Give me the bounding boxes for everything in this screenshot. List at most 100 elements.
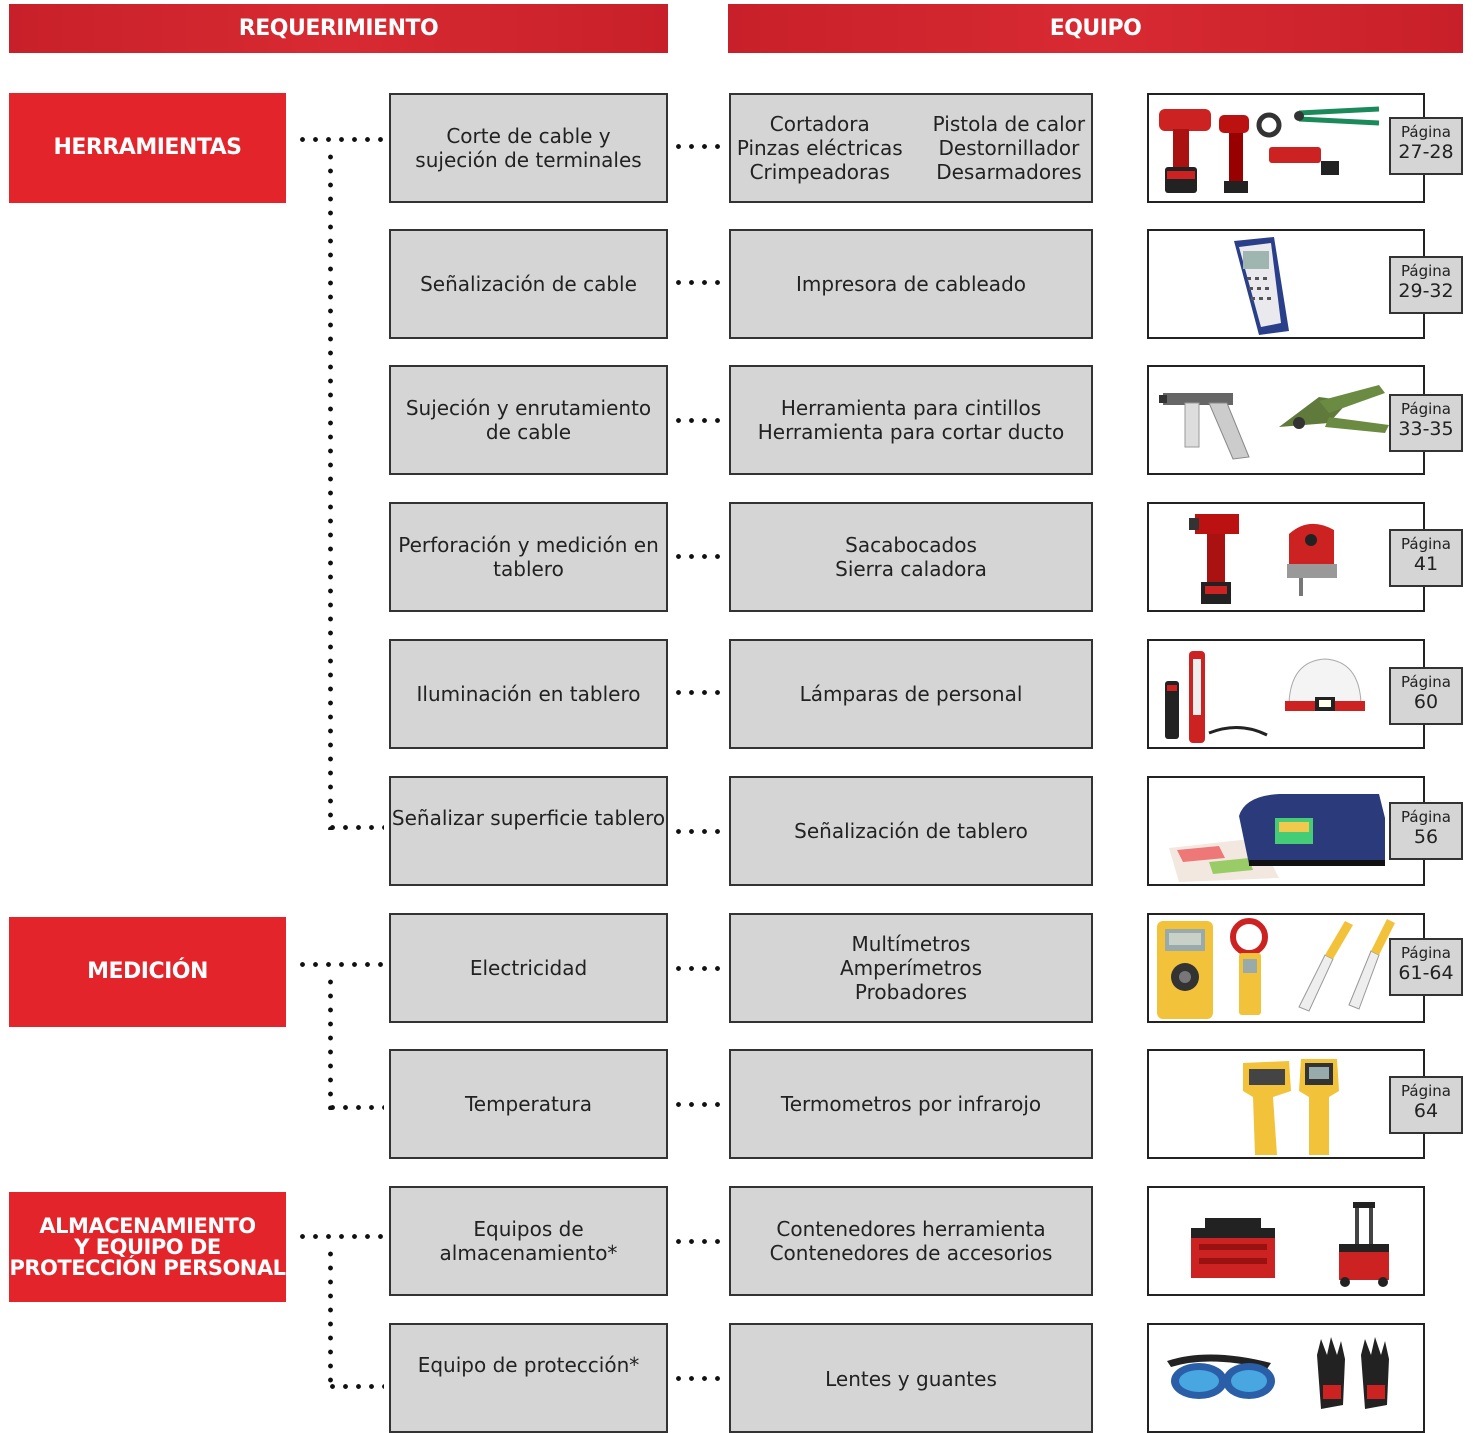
page-reference: Página 61-64 (1389, 938, 1463, 996)
requirement-label: Señalizar superficie tablero (391, 806, 666, 830)
row-connector (672, 829, 724, 835)
sign-printer-image (1147, 776, 1425, 886)
equipment-item: Pinzas eléctricas (736, 136, 903, 160)
cable-tie-tools-image (1147, 365, 1425, 475)
equipment-item: Sierra caladora (835, 557, 987, 581)
equipment-box: Cortadora Pinzas eléctricas Crimpeadoras… (729, 93, 1093, 203)
requirement-box: Perforación y medición en tablero (389, 502, 668, 612)
page-number: 56 (1413, 825, 1439, 848)
page-reference: Página 29-32 (1389, 256, 1463, 314)
requirement-label: Equipo de protección* (417, 1353, 640, 1377)
equipment-item: Contenedores herramienta (776, 1217, 1046, 1241)
page-word: Página (1401, 808, 1451, 826)
category-branch-line (328, 1247, 334, 1387)
category-branch-line (328, 150, 334, 830)
page-number: 61-64 (1398, 961, 1454, 984)
equipment-item: Crimpeadoras (749, 160, 890, 184)
equipment-box: Contenedores herramienta Contenedores de… (729, 1186, 1093, 1296)
page-number: 27-28 (1398, 140, 1454, 163)
equipment-item: Lámparas de personal (799, 682, 1023, 706)
page-word: Página (1401, 123, 1451, 141)
requirement-header: REQUERIMIENTO (9, 4, 668, 53)
requirement-label: Temperatura (464, 1092, 593, 1116)
category-almacenamiento: ALMACENAMIENTO Y EQUIPO DE PROTECCIÓN PE… (9, 1192, 286, 1302)
requirement-label: Equipos de almacenamiento* (439, 1217, 618, 1265)
requirement-label: Iluminación en tablero (416, 682, 641, 706)
row-connector (672, 554, 724, 560)
storage-boxes-image (1147, 1186, 1425, 1296)
row-connector (672, 1102, 724, 1108)
equipment-item: Cortadora (769, 112, 870, 136)
equipment-box: Herramienta para cintillos Herramienta p… (729, 365, 1093, 475)
equipment-item: Desarmadores (936, 160, 1082, 184)
label-printer-image (1147, 229, 1425, 339)
requirement-header-label: REQUERIMIENTO (238, 16, 439, 41)
requirement-box: Señalización de cable (389, 229, 668, 339)
equipment-header: EQUIPO (728, 4, 1463, 53)
page-word: Página (1401, 1082, 1451, 1100)
equipment-item: Herramienta para cintillos (780, 396, 1042, 420)
category-herramientas: HERRAMIENTAS (9, 93, 286, 203)
page-word: Página (1401, 535, 1451, 553)
page-reference: Página 56 (1389, 802, 1463, 860)
page-reference: Página 41 (1389, 529, 1463, 587)
page-reference: Página 33-35 (1389, 394, 1463, 452)
category-label: HERRAMIENTAS (53, 135, 242, 160)
equipment-item: Pistola de calor (932, 112, 1086, 136)
branch-connector (326, 1105, 384, 1111)
equipment-item: Multímetros (851, 932, 971, 956)
row-connector (672, 690, 724, 696)
equipment-item: Termometros por infrarojo (780, 1092, 1042, 1116)
requirement-box: Señalizar superficie tablero (389, 776, 668, 886)
row-connector (672, 1239, 724, 1245)
page-number: 64 (1413, 1099, 1439, 1122)
branch-connector (326, 1384, 384, 1390)
equipment-box: Lámparas de personal (729, 639, 1093, 749)
power-tools-image (1147, 93, 1425, 203)
page-number: 29-32 (1398, 279, 1454, 302)
page-word: Página (1401, 400, 1451, 418)
row-connector (672, 144, 724, 150)
page-number: 33-35 (1398, 417, 1454, 440)
page-number: 41 (1413, 552, 1439, 575)
category-label: ALMACENAMIENTO Y EQUIPO DE PROTECCIÓN PE… (9, 1213, 286, 1280)
requirement-box: Temperatura (389, 1049, 668, 1159)
equipment-item: Herramienta para cortar ducto (757, 420, 1065, 444)
page-number: 60 (1413, 690, 1439, 713)
equipment-item: Contenedores de accesorios (769, 1241, 1053, 1265)
equipment-box: Impresora de cableado (729, 229, 1093, 339)
row-connector (672, 1376, 724, 1382)
page-reference: Página 27-28 (1389, 117, 1463, 175)
row-connector (672, 418, 724, 424)
page-word: Página (1401, 262, 1451, 280)
row-connector (672, 280, 724, 286)
equipment-box: Multímetros Amperímetros Probadores (729, 913, 1093, 1023)
requirement-label: Corte de cable y sujeción de terminales (415, 124, 642, 172)
category-medicion: MEDICIÓN (9, 917, 286, 1027)
requirement-label: Señalización de cable (420, 272, 637, 296)
equipment-item: Destornillador (938, 136, 1080, 160)
equipment-item: Probadores (854, 980, 968, 1004)
requirement-label: Sujeción y enrutamiento de cable (405, 396, 652, 444)
multimeters-image (1147, 913, 1425, 1023)
category-connector (296, 962, 384, 968)
requirement-label: Perforación y medición en tablero (398, 533, 659, 581)
equipment-box: Termometros por infrarojo (729, 1049, 1093, 1159)
requirement-box: Sujeción y enrutamiento de cable (389, 365, 668, 475)
page-reference: Página 60 (1389, 667, 1463, 725)
page-word: Página (1401, 944, 1451, 962)
equipment-box: Sacabocados Sierra caladora (729, 502, 1093, 612)
category-connector (296, 137, 384, 143)
equipment-box: Señalización de tablero (729, 776, 1093, 886)
equipment-item: Sacabocados (845, 533, 977, 557)
equipment-item: Amperímetros (839, 956, 982, 980)
category-connector (296, 1234, 384, 1240)
equipment-item: Lentes y guantes (825, 1367, 997, 1391)
branch-connector (326, 825, 384, 831)
equipment-box: Lentes y guantes (729, 1323, 1093, 1433)
requirement-label: Electricidad (469, 956, 588, 980)
page-reference: Página 64 (1389, 1076, 1463, 1134)
category-branch-line (328, 975, 334, 1110)
requirement-box: Equipo de protección* (389, 1323, 668, 1433)
lamps-image (1147, 639, 1425, 749)
